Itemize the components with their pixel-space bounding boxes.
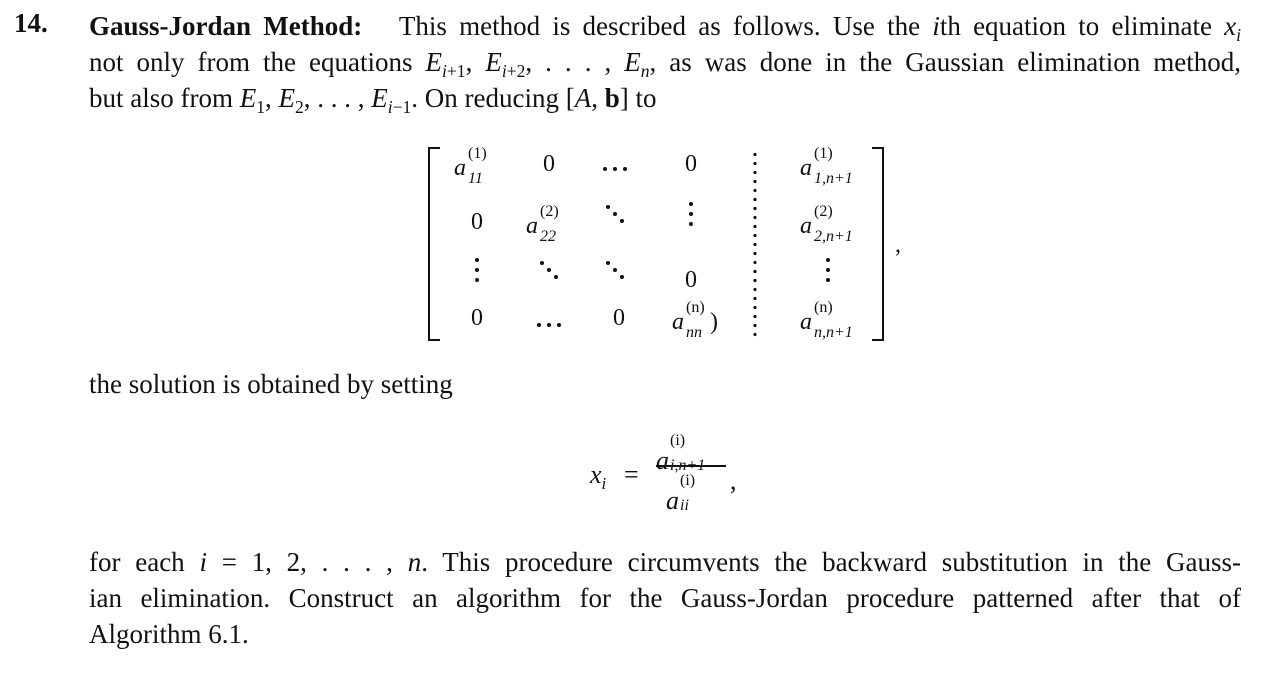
matrix-entry-a11: a(1)11 <box>442 145 512 187</box>
matrix-trailing-comma: , <box>895 232 901 258</box>
subscript-i: i <box>601 473 607 493</box>
index-i: i <box>932 11 940 41</box>
vertical-ellipsis <box>783 254 873 295</box>
diagonal-ellipsis <box>580 256 650 293</box>
statement-line-3: but also from E1, E2, . . . , Ei−1. On r… <box>89 83 657 118</box>
superscript: (n) <box>814 299 833 316</box>
formula-lhs: xi <box>590 460 607 493</box>
superscript: (n) <box>686 299 705 316</box>
closing-text: for each <box>89 547 200 577</box>
matrix-entry-a1n1: a(1)1,n+1 <box>778 145 868 187</box>
denominator: a(i)ii <box>666 472 696 515</box>
closing-line-1: for each i = 1, 2, . . . , n. This proce… <box>89 544 1241 580</box>
index-i: i <box>199 547 207 577</box>
closing-line-2: ian elimination. Construct an algorithm … <box>89 583 1241 613</box>
superscript: (2) <box>814 203 833 220</box>
formula-comma: , <box>730 466 737 495</box>
right-bracket <box>872 147 884 341</box>
superscript: (1) <box>814 145 833 162</box>
subscript: ii <box>680 497 689 514</box>
matrix-entry: 0 <box>685 267 697 293</box>
statement-text: This method is described as follows. Use… <box>398 11 933 41</box>
matrix-entry-a22: a(2)22 <box>514 203 584 245</box>
vertical-ellipsis <box>656 198 726 239</box>
subscript: 22 <box>540 228 556 245</box>
matrix-entry: 0 <box>471 209 483 235</box>
closing-line-3: Algorithm 6.1. <box>89 619 249 649</box>
diagonal-ellipsis <box>514 256 584 293</box>
matrix-entry: 0 <box>543 151 555 177</box>
matrix-entry: 0 <box>471 305 483 331</box>
matrix-entry: 0 <box>685 151 697 177</box>
superscript: (i) <box>680 472 696 489</box>
matrix-A: A <box>574 83 592 113</box>
superscript: (i) <box>670 432 686 449</box>
problem-title: Gauss-Jordan Method: <box>89 11 363 41</box>
augmentation-separator <box>753 150 757 340</box>
subscript-i: i <box>1236 25 1242 46</box>
statement-line-1: Gauss-Jordan Method: This method is desc… <box>89 8 1241 44</box>
statement-text: . On reducing [ <box>411 83 575 113</box>
problem-statement: Gauss-Jordan Method: This method is desc… <box>89 8 1241 116</box>
problem-number: 14. <box>14 8 48 38</box>
subscript: 1,n+1 <box>814 170 853 187</box>
variable-x: x <box>590 460 602 489</box>
closing-text: . This procedure circumvents the backwar… <box>421 547 1242 577</box>
superscript: (2) <box>540 203 559 220</box>
variable-n: n <box>407 547 422 577</box>
subscript: 11 <box>468 170 483 187</box>
statement-text: ] to <box>619 83 657 113</box>
statement-text: but also from <box>89 83 240 113</box>
superscript: (1) <box>468 145 487 162</box>
diagonal-ellipsis <box>580 200 650 240</box>
matrix-entry-ann: a(n)nn) <box>664 299 734 341</box>
subscript: n,n+1 <box>814 324 853 341</box>
fraction-bar <box>656 465 726 467</box>
matrix-entry: 0 <box>613 305 625 331</box>
statement-text: not only from the equations <box>89 47 426 77</box>
subscript: nn <box>686 324 702 341</box>
matrix-entry-ann1: a(n)n,n+1 <box>778 299 868 341</box>
reduced-augmented-matrix: a(1)11 0 0 a(1)1,n+1 0 a(2)22 a(2)2,n+1 <box>428 142 888 342</box>
statement-text: , as was done in the Gaussian eliminatio… <box>649 47 1242 77</box>
solution-intro: the solution is obtained by setting <box>89 369 453 399</box>
variable-x: x <box>1224 11 1237 41</box>
equals-sign: = <box>624 460 639 489</box>
stray-paren: ) <box>710 309 718 335</box>
closing-paragraph: for each i = 1, 2, . . . , n. This proce… <box>89 544 1241 652</box>
horizontal-ellipsis <box>514 306 584 334</box>
statement-text: th equation to eliminate <box>939 11 1225 41</box>
horizontal-ellipsis <box>580 150 650 178</box>
subscript: 2,n+1 <box>814 228 853 245</box>
left-bracket <box>428 147 440 341</box>
vector-b: b <box>604 83 620 113</box>
vertical-ellipsis <box>442 254 512 295</box>
numerator: a(i)i,n+1 <box>656 432 706 475</box>
fraction: a(i)i,n+1 a(i)ii <box>656 430 726 515</box>
closing-text: = 1, 2, . . . , <box>206 547 408 577</box>
matrix-entry-a2n1: a(2)2,n+1 <box>778 203 868 245</box>
statement-line-2: not only from the equations Ei+1, Ei+2, … <box>89 47 1242 82</box>
